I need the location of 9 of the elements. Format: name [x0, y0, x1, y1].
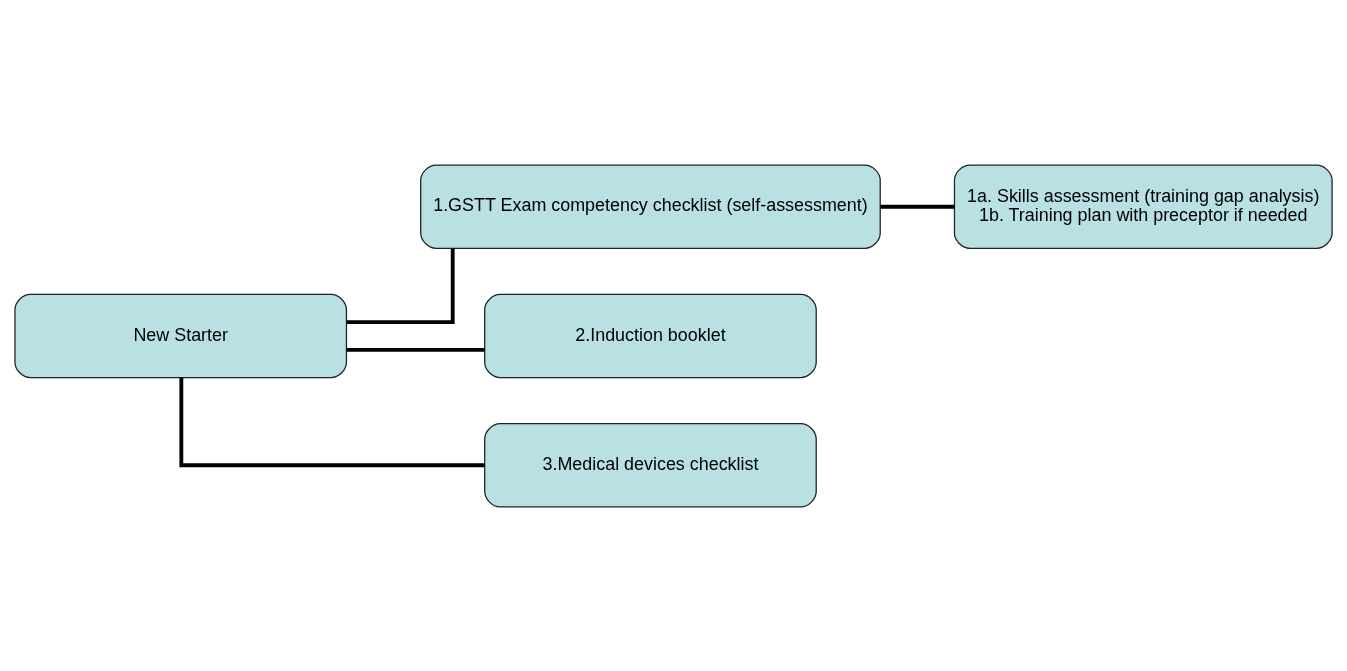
node-box: New Starter	[14, 293, 348, 378]
node-box: 2.Induction booklet	[484, 293, 817, 378]
connector	[346, 347, 485, 352]
connector	[880, 204, 955, 209]
connector	[179, 377, 485, 467]
connector	[346, 247, 455, 324]
node-box: 3.Medical devices checklist	[484, 422, 817, 507]
node-box: 1.GSTT Exam competency checklist (self-assessment)	[420, 164, 881, 249]
node-box: 1a. Skills assessment (training gap analysis) 1b. Training plan with preceptor if needed	[953, 164, 1333, 249]
